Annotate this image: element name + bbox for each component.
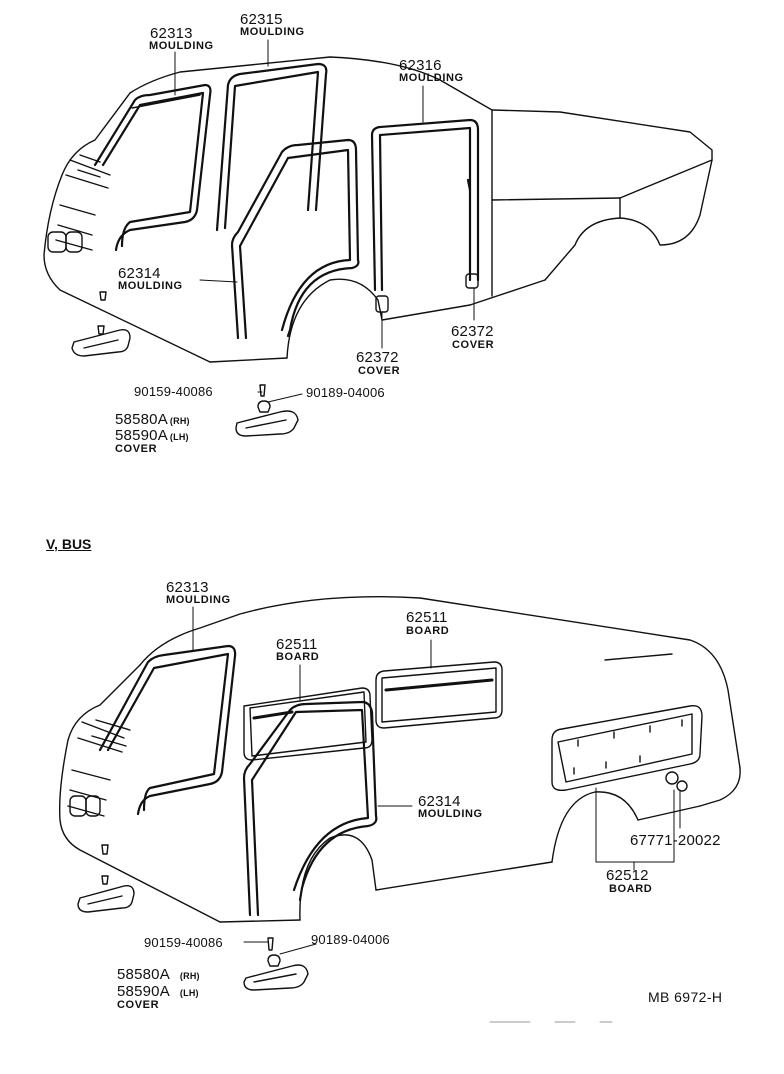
bus-62511b-part: 62511 xyxy=(406,609,448,626)
bus-62314-name: MOULDING xyxy=(418,808,483,820)
top-cover-lh-part: 58590A xyxy=(115,427,168,444)
top-62314-part: 62314 xyxy=(118,265,161,282)
bus-62314-part: 62314 xyxy=(418,793,461,810)
top-62372a-name: COVER xyxy=(358,365,401,377)
top-cover-lh: 58590A(LH) xyxy=(115,428,189,443)
top-cover-62372-left xyxy=(375,295,389,313)
pickup-body-outline xyxy=(43,56,713,363)
bus-body-screw xyxy=(101,844,109,855)
top-62315-part: 62315 xyxy=(240,11,283,28)
bus-board-62511-right xyxy=(375,661,503,729)
top-62372b-part: 62372 xyxy=(451,323,494,340)
top-62313-part: 62313 xyxy=(150,25,193,42)
top-cover-rh: 58580A(RH) xyxy=(115,412,190,427)
bus-62511b-name: BOARD xyxy=(406,625,450,637)
bus-moulding-62313 xyxy=(98,644,237,816)
bus-cover-rh: 58580A (RH) xyxy=(117,967,200,982)
bus-cover-lh-suffix: (LH) xyxy=(179,988,199,998)
top-moulding-62313 xyxy=(93,83,212,252)
bus-cover-name: COVER xyxy=(117,999,160,1011)
bus-step-cover-exploded xyxy=(243,937,309,991)
top-moulding-62314 xyxy=(230,138,360,340)
top-step-cover-body xyxy=(71,325,131,357)
bus-clip-part: 90189-04006 xyxy=(311,932,390,947)
top-step-cover-exploded xyxy=(235,384,299,437)
section-title-bus: V, BUS xyxy=(46,536,92,552)
top-62372b-name: COVER xyxy=(452,339,495,351)
bus-67771-part: 67771-20022 xyxy=(630,832,721,849)
bus-step-cover-body xyxy=(77,875,135,913)
bus-fastener-67771 xyxy=(665,771,688,792)
top-62314-name: MOULDING xyxy=(118,280,183,292)
top-62316-name: MOULDING xyxy=(399,72,464,84)
bus-cover-lh: 58590A (LH) xyxy=(117,984,199,999)
top-leader-lines xyxy=(174,39,475,403)
top-screw-part: 90159-40086 xyxy=(134,384,213,399)
bus-moulding-62314 xyxy=(242,700,378,917)
bus-cover-lh-part: 58590A xyxy=(117,983,170,1000)
bus-screw-part: 90159-40086 xyxy=(144,935,223,950)
bus-cover-rh-part: 58580A xyxy=(117,966,170,983)
top-clip-part: 90189-04006 xyxy=(306,385,385,400)
top-cover-62372-right xyxy=(465,273,479,289)
top-62313-name: MOULDING xyxy=(149,40,214,52)
top-cover-lh-suffix: (LH) xyxy=(169,432,189,442)
bus-62512-part: 62512 xyxy=(606,867,649,884)
top-cover-name: COVER xyxy=(115,443,158,455)
bus-board-62511-left xyxy=(243,687,373,761)
bus-62313-name: MOULDING xyxy=(166,594,231,606)
top-62372a-part: 62372 xyxy=(356,349,399,366)
bus-62511a-name: BOARD xyxy=(276,651,320,663)
bus-62313-part: 62313 xyxy=(166,579,209,596)
top-62316-part: 62316 xyxy=(399,57,442,74)
top-moulding-62316 xyxy=(370,118,480,292)
top-cover-rh-suffix: (RH) xyxy=(169,416,190,426)
top-cover-rh-part: 58580A xyxy=(115,411,168,428)
bus-cover-rh-suffix: (RH) xyxy=(179,971,200,981)
bus-leader-lines xyxy=(192,606,681,955)
bus-62511a-part: 62511 xyxy=(276,636,318,653)
figure-reference-id: MB 6972-H xyxy=(648,989,723,1005)
top-moulding-62315 xyxy=(215,62,328,232)
bus-62512-name: BOARD xyxy=(609,883,653,895)
top-62315-name: MOULDING xyxy=(240,26,305,38)
top-body-screw xyxy=(99,291,107,301)
bus-board-62512 xyxy=(551,705,703,792)
